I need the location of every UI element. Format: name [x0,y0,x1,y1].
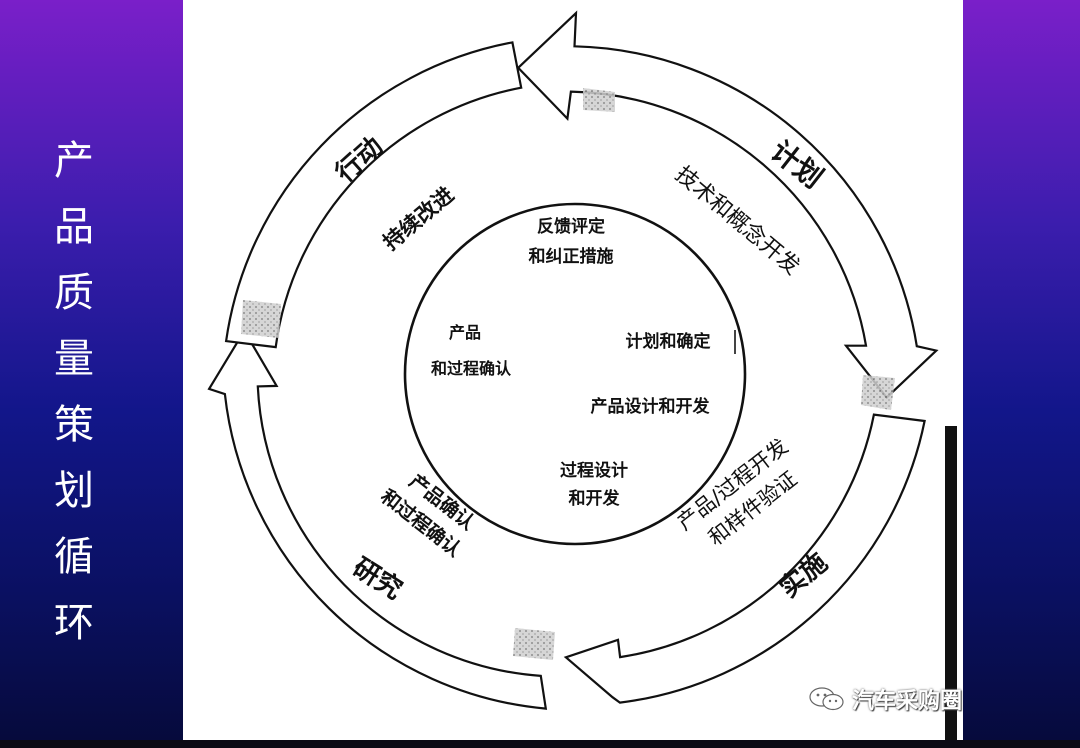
quality-planning-cycle-diagram: 计划 实施 研究 行动 技术和概念开发 产品/过程开发 和样件验证 产品确认 和… [207,10,939,710]
side-title-char: 品 [54,204,94,250]
side-title-char: 质 [54,270,94,316]
diagram-panel: 计划 实施 研究 行动 技术和概念开发 产品/过程开发 和样件验证 产品确认 和… [183,0,963,740]
shade-plan [583,88,615,112]
watermark-text: 汽车采购圈 [852,689,963,714]
inner-label-process-design-2: 和开发 [569,488,621,509]
scan-edge-bar [945,426,957,746]
bottom-edge-bar [0,740,1080,748]
shade-do [861,375,895,410]
middle-label-improvement: 持续改进 [379,182,459,254]
side-title-char: 产 [54,138,94,184]
inner-circle [403,202,747,546]
shade-study [513,628,555,660]
inner-label-validation-2: 和过程确认 [431,359,512,378]
arrow-study [207,328,548,710]
inner-label-feedback-1: 反馈评定 [537,216,605,237]
inner-label-feedback-2: 和纠正措施 [529,246,614,267]
inner-label-plan-define: 计划和确定 [626,331,711,352]
side-title-char: 环 [54,600,94,646]
arrow-plan [516,10,939,400]
side-title-char: 划 [54,468,94,514]
side-title-char: 策 [54,402,94,448]
wechat-icon [809,687,844,711]
inner-label-validation-1: 产品 [449,323,481,342]
inner-label-product-design: 产品设计和开发 [591,396,711,417]
side-title-char: 量 [54,336,94,382]
shade-act [241,300,281,338]
inner-label-process-design-1: 过程设计 [560,460,628,481]
arrow-do [563,413,926,704]
watermark: 汽车采购圈 [808,684,962,714]
side-title-char: 循 [54,534,94,580]
side-title: 产 品 质 量 策 划 循 环 [44,128,104,656]
